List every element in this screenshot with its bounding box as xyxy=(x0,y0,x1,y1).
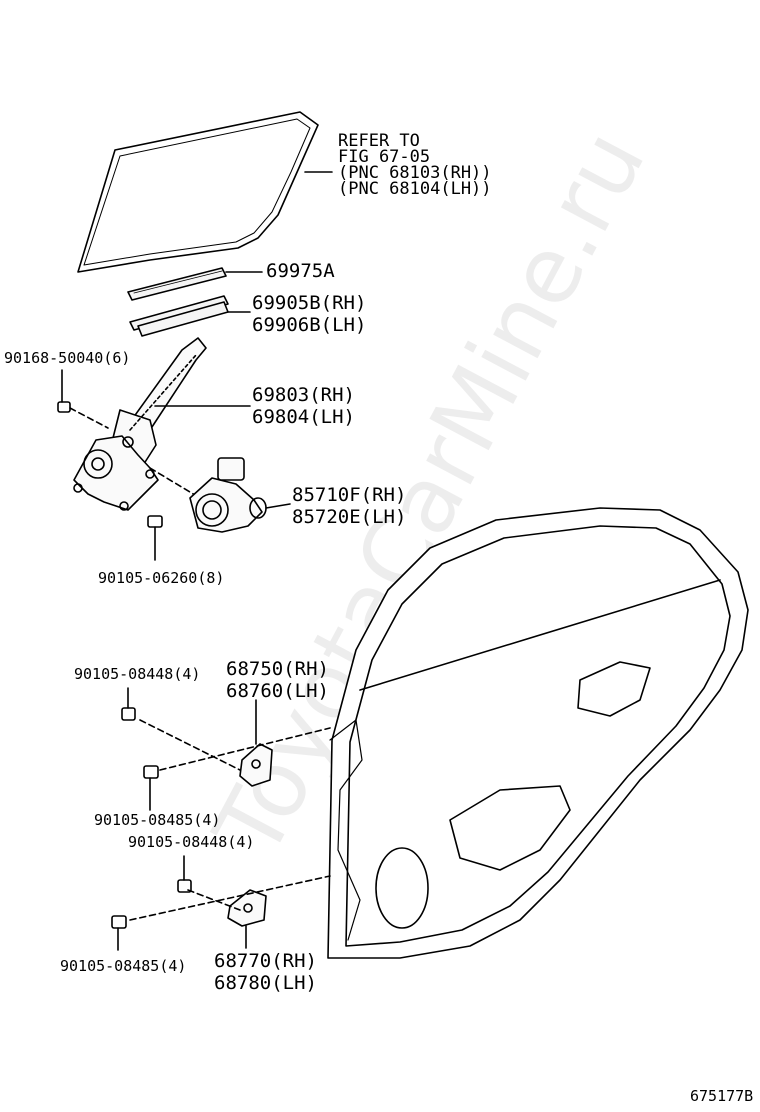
bolt-90168 xyxy=(57,369,71,413)
part-label-90105-08485-lower: 90105-08485(4) xyxy=(60,957,187,975)
part-label-68780: 68780(LH) xyxy=(214,972,317,994)
part-label-68750: 68750(RH) xyxy=(226,658,329,680)
window-regulator xyxy=(69,337,251,511)
part-label-90105-08448-lower: 90105-08448(4) xyxy=(128,833,255,851)
bolt-90105-06260 xyxy=(147,515,163,561)
part-label-85710f: 85710F(RH) xyxy=(292,484,407,506)
bolt-90105-08485-upper xyxy=(143,765,159,811)
refer-to-label-3: (PNC 68103(RH)) xyxy=(338,163,492,183)
glass-run-strip xyxy=(127,267,263,301)
refer-to-label-2: FIG 67-05 xyxy=(338,147,431,167)
part-label-69803: 69803(RH) xyxy=(252,384,355,406)
refer-to-label-4: (PNC 68104(LH)) xyxy=(338,179,492,199)
part-label-69905b: 69905B(RH) xyxy=(252,292,367,314)
diagram-id: 675177B xyxy=(690,1087,754,1105)
upper-hinge xyxy=(139,699,331,787)
part-label-85720e: 85720E(LH) xyxy=(292,506,407,528)
part-label-90168: 90168-50040(6) xyxy=(4,349,131,367)
part-label-69906b: 69906B(LH) xyxy=(252,314,367,336)
part-label-90105-06260: 90105-06260(8) xyxy=(98,569,225,587)
door-glass xyxy=(77,111,333,273)
bolt-90105-08448-lower xyxy=(177,855,192,893)
regulator-motor xyxy=(189,457,291,533)
part-label-69975a: 69975A xyxy=(266,260,335,282)
bolt-90105-08448-upper xyxy=(121,687,136,721)
refer-to-label-1: REFER TO xyxy=(338,131,420,151)
part-label-90105-08485-upper: 90105-08485(4) xyxy=(94,811,221,829)
part-label-68770: 68770(RH) xyxy=(214,950,317,972)
bolt-90105-08485-lower xyxy=(111,915,127,951)
part-label-68760: 68760(LH) xyxy=(226,680,329,702)
lower-hinge xyxy=(129,875,331,949)
part-label-90105-08448-upper: 90105-08448(4) xyxy=(74,665,201,683)
rear-door-panel xyxy=(327,507,749,959)
division-bar-strip xyxy=(129,295,251,337)
part-label-69804: 69804(LH) xyxy=(252,406,355,428)
